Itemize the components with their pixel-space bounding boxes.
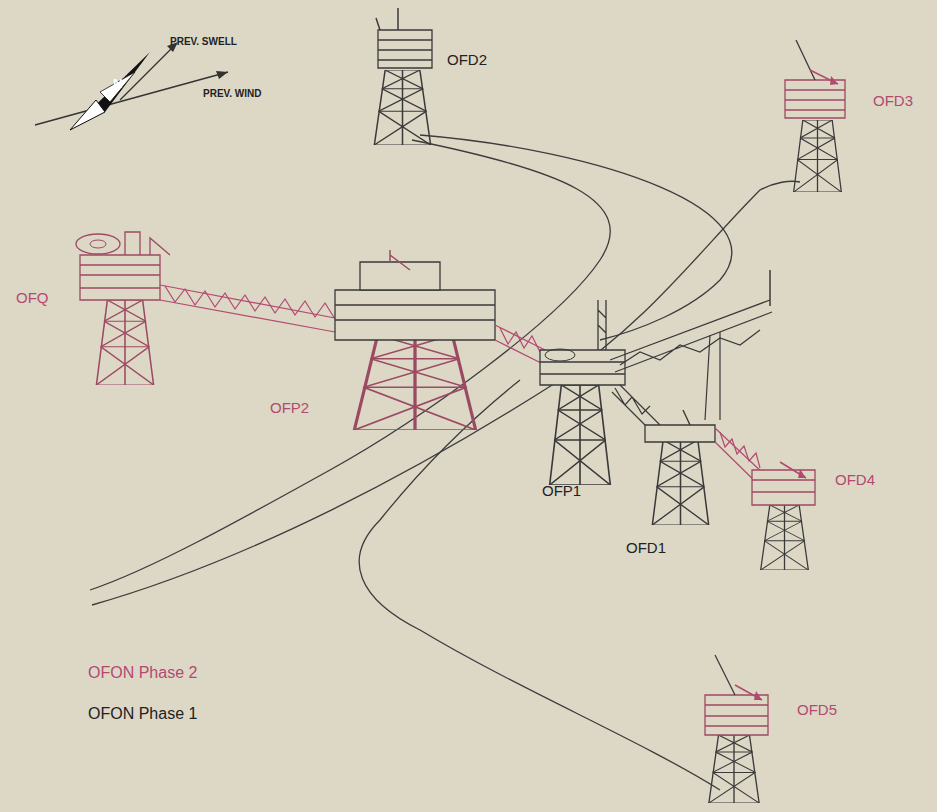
platform-name: OFQ xyxy=(16,290,49,307)
platform-name: OFP2 xyxy=(270,400,309,417)
direction-label: PREV. WIND xyxy=(203,88,262,99)
legend-text: OFON Phase 1 xyxy=(88,705,197,722)
platform-name: OFD4 xyxy=(835,472,875,489)
platform-name: OFD1 xyxy=(626,540,666,557)
legend-entry: OFON Phase 1 xyxy=(88,705,197,723)
north-mark: N xyxy=(113,77,122,91)
platform-name: OFD3 xyxy=(873,93,913,110)
direction-label: PREV. SWELL xyxy=(170,36,237,47)
legend-text: OFON Phase 2 xyxy=(88,664,197,681)
platform-name: OFD2 xyxy=(447,52,487,69)
platform-name: OFD5 xyxy=(797,702,837,719)
platform-name: OFP1 xyxy=(542,483,581,500)
legend-entry: OFON Phase 2 xyxy=(88,664,197,682)
